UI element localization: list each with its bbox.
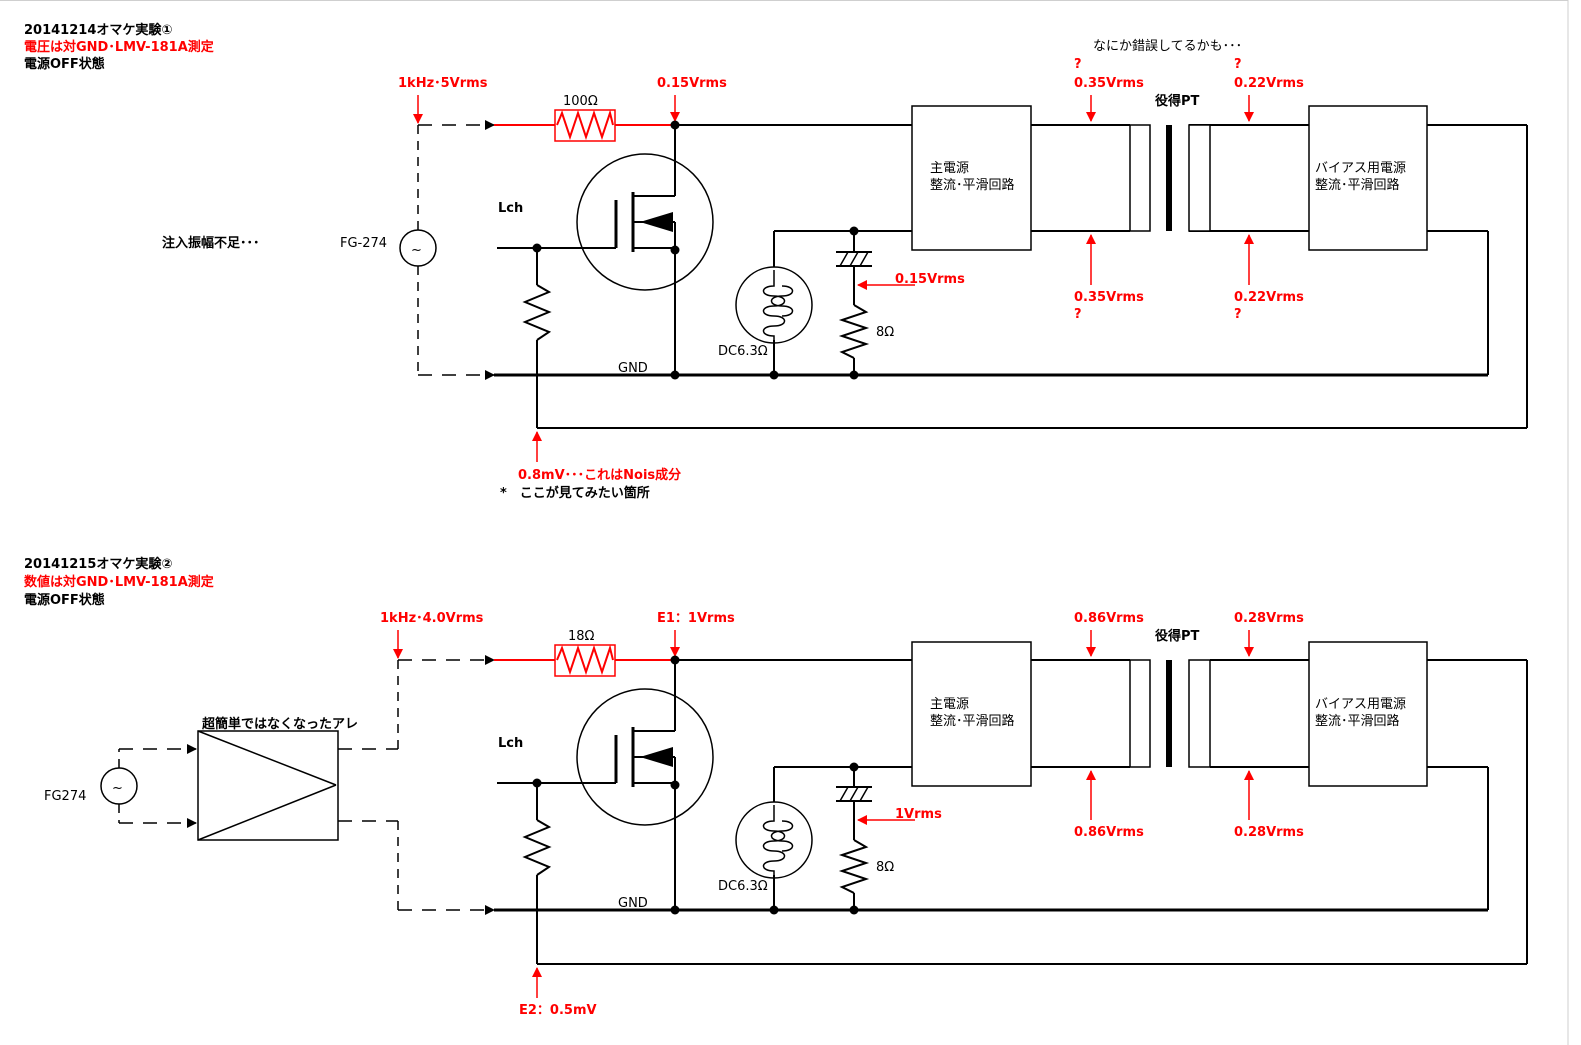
exp2-main-bottom-level: 0.86Vrms [1074, 825, 1144, 840]
exp1-gate-resistor [522, 284, 552, 341]
exp1-main-top-level: 0.35Vrms [1074, 76, 1144, 91]
exp2-resistor-label: 18Ω [568, 629, 595, 644]
exp1-q-main-top: ? [1074, 57, 1082, 72]
exp1-load-label: 8Ω [876, 325, 894, 340]
exp2-subtitle: 数値は対GND･LMV-181A測定 [24, 574, 214, 590]
exp1-source-label: FG-274 [340, 236, 387, 251]
exp1-pt-label: 役得PT [1155, 93, 1200, 109]
exp1-bottom-note: * ここが見てみたい箇所 [500, 485, 650, 501]
exp1-mosfet [576, 125, 714, 375]
exp1-main-psu-line1: 主電源 [930, 161, 969, 176]
exp2-mosfet [576, 660, 714, 910]
exp2-lch-label: Lch [498, 736, 523, 751]
exp2-amplifier [197, 730, 339, 841]
exp1-gnd-label: GND [618, 361, 648, 376]
exp1-q-main-bottom: ? [1074, 307, 1082, 322]
exp2-gnd-label: GND [618, 896, 648, 911]
exp1-bias-psu-line1: バイアス用電源 [1315, 161, 1406, 176]
exp2-load-resistor [838, 839, 870, 894]
exp1-source-tilde: ~ [411, 243, 422, 258]
exp2-bias-psu-box [1308, 641, 1428, 787]
exp1-input-level: 1kHz･5Vrms [398, 76, 488, 91]
exp2-bias-psu-line1: バイアス用電源 [1315, 697, 1406, 712]
exp1-note-top: なにか錯誤してるかも･･･ [1093, 38, 1242, 54]
exp1-drain-level: 0.15Vrms [657, 76, 727, 91]
exp2-heater-label: DC6.3Ω [718, 879, 768, 894]
exp2-main-psu-line1: 主電源 [930, 697, 969, 712]
exp1-bias-psu-box [1308, 105, 1428, 251]
exp2-heater-lamp [735, 801, 813, 879]
exp1-q-bias-bottom: ? [1234, 307, 1242, 322]
exp1-bottom-level: 0.8mV･･･これはNois成分 [518, 467, 681, 483]
exp1-bias-top-level: 0.22Vrms [1234, 76, 1304, 91]
exp1-state: 電源OFF状態 [24, 56, 105, 72]
exp1-resistor-label: 100Ω [563, 94, 598, 109]
exp2-source-tilde: ~ [112, 781, 123, 796]
exp1-heater-lamp [735, 266, 813, 344]
exp1-subtitle: 電圧は対GND･LMV-181A測定 [24, 39, 214, 55]
exp1-heater-label: DC6.3Ω [718, 344, 768, 359]
exp2-pt-label: 役得PT [1155, 628, 1200, 644]
exp1-main-bottom-level: 0.35Vrms [1074, 290, 1144, 305]
exp1-title: 20141214オマケ実験① [24, 22, 172, 38]
exp2-main-top-level: 0.86Vrms [1074, 611, 1144, 626]
exp1-load-ground-mark [836, 251, 872, 267]
exp2-bottom-level: E2：0.5mV [519, 1003, 597, 1018]
exp1-main-psu-box [911, 105, 1032, 251]
exp2-bias-top-level: 0.28Vrms [1234, 611, 1304, 626]
exp1-power-transformer [1129, 124, 1211, 232]
exp1-load-level: 0.15Vrms [895, 272, 965, 287]
exp2-load-level: 1Vrms [895, 807, 942, 822]
exp1-load-resistor [838, 304, 870, 359]
experiment-2: 20141215オマケ実験② 数値は対GND･LMV-181A測定 電源OFF状… [24, 556, 1528, 1018]
exp1-q-bias-top: ? [1234, 57, 1242, 72]
exp2-amp-label: 超簡単ではなくなったアレ [202, 716, 358, 732]
exp2-bias-psu-line2: 整流･平滑回路 [1315, 713, 1400, 729]
exp1-bias-bottom-level: 0.22Vrms [1234, 290, 1304, 305]
exp2-load-label: 8Ω [876, 860, 894, 875]
experiment-1: 20141214オマケ実験① 電圧は対GND･LMV-181A測定 電源OFF状… [24, 22, 1528, 501]
exp2-title: 20141215オマケ実験② [24, 556, 172, 572]
exp2-drain-level: E1：1Vrms [657, 611, 735, 626]
exp1-insufficient-note: 注入振幅不足･･･ [162, 235, 260, 251]
exp2-input-level: 1kHz･4.0Vrms [380, 611, 484, 626]
exp2-load-ground-mark [836, 786, 872, 802]
exp1-bias-psu-line2: 整流･平滑回路 [1315, 177, 1400, 193]
exp1-main-psu-line2: 整流･平滑回路 [930, 177, 1015, 193]
exp1-lch-label: Lch [498, 201, 523, 216]
exp2-bias-bottom-level: 0.28Vrms [1234, 825, 1304, 840]
exp2-main-psu-box [911, 641, 1032, 787]
exp2-state: 電源OFF状態 [24, 592, 105, 608]
exp2-gate-resistor [522, 819, 552, 876]
exp2-main-psu-line2: 整流･平滑回路 [930, 713, 1015, 729]
exp2-source-label: FG274 [44, 789, 86, 804]
exp2-power-transformer [1129, 659, 1211, 768]
